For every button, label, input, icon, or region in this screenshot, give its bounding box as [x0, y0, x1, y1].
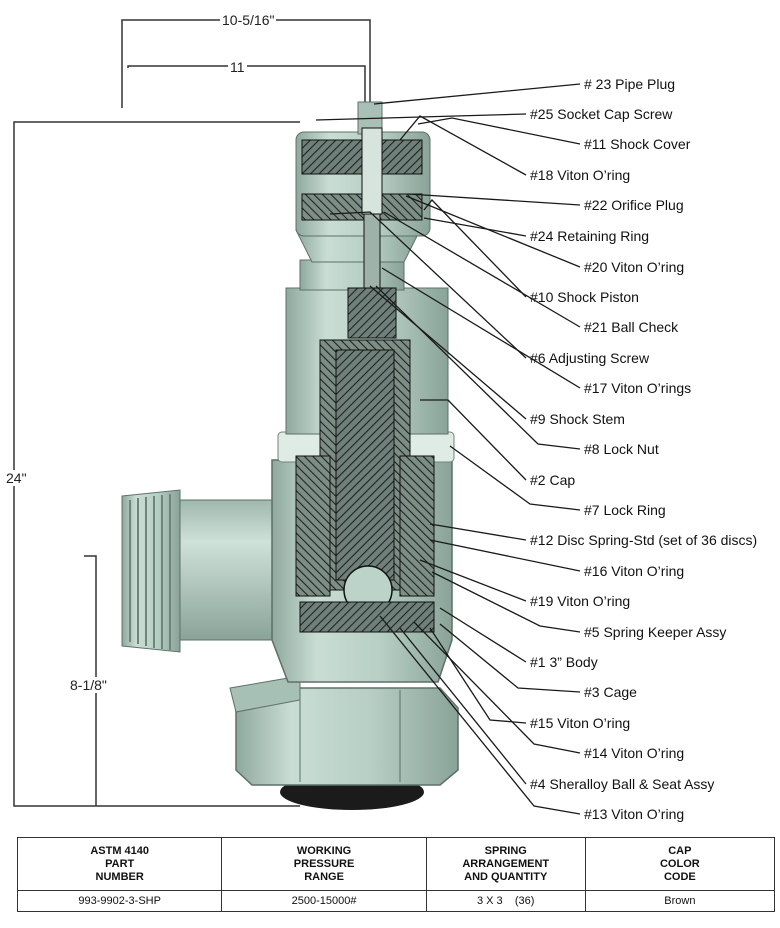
side-inlet [121, 489, 301, 653]
header-part-number: ASTM 4140 PART NUMBER [16, 837, 223, 891]
cutaway-section [295, 127, 435, 633]
callout-11-shock-cover: #11 Shock Cover [584, 136, 691, 152]
callout-15-viton-oring: #15 Viton O’ring [530, 715, 631, 731]
cell-part-number: 993-9902-3-SHP [16, 890, 223, 912]
dimension-height: 24" [4, 470, 29, 486]
callout-13-viton-oring: #13 Viton O’ring [584, 806, 685, 822]
cell-working-pressure: 2500-15000# [221, 890, 427, 912]
callout-4-sheralloy-ball-seat: #4 Sheralloy Ball & Seat Assy [530, 776, 715, 792]
dimension-lower: 8-1/8" [68, 677, 109, 693]
callout-6-adjusting-screw: #6 Adjusting Screw [530, 350, 650, 366]
callout-16-viton-oring: #16 Viton O’ring [584, 563, 685, 579]
cell-cap-color: Brown [584, 890, 776, 912]
callout-25-socket-cap-screw: #25 Socket Cap Screw [530, 106, 673, 122]
header-spring-arrangement: SPRING ARRANGEMENT AND QUANTITY [425, 837, 586, 891]
callout-8-lock-nut: #8 Lock Nut [584, 441, 659, 457]
callout-7-lock-ring: #7 Lock Ring [584, 502, 666, 518]
bottom-wing-nut [229, 675, 459, 810]
callout-20-viton-oring: #20 Viton O’ring [584, 259, 685, 275]
callout-21-ball-check: #21 Ball Check [584, 319, 679, 335]
callout-18-viton-oring: #18 Viton O’ring [530, 167, 631, 183]
cell-spring-arrangement: 3 X 3 (36) [425, 890, 586, 912]
header-cap-color: CAP COLOR CODE [584, 837, 776, 891]
callout-19-viton-oring: #19 Viton O’ring [530, 593, 631, 609]
callout-3-cage: #3 Cage [584, 684, 637, 700]
callout-2-cap: #2 Cap [530, 472, 576, 488]
callout-10-shock-piston: #10 Shock Piston [530, 289, 639, 305]
callout-22-orifice-plug: #22 Orifice Plug [584, 197, 684, 213]
callout-5-spring-keeper-assy: #5 Spring Keeper Assy [584, 624, 727, 640]
table-row: 993-9902-3-SHP 2500-15000# 3 X 3 (36) Br… [16, 890, 776, 912]
callout-23-pipe-plug: # 23 Pipe Plug [584, 76, 676, 92]
leader-lines [315, 83, 581, 815]
callout-24-retaining-ring: #24 Retaining Ring [530, 228, 650, 244]
spec-table: ASTM 4140 PART NUMBER WORKING PRESSURE R… [16, 837, 776, 912]
callout-17-viton-orings: #17 Viton O’rings [584, 380, 692, 396]
callout-12-disc-spring: #12 Disc Spring-Std (set of 36 discs) [530, 532, 758, 548]
dimension-top-outer: 10-5/16" [220, 12, 277, 28]
header-working-pressure: WORKING PRESSURE RANGE [221, 837, 427, 891]
dimension-top-inner: 11 [228, 59, 247, 75]
callout-1-body: #1 3” Body [530, 654, 598, 670]
callout-14-viton-oring: #14 Viton O’ring [584, 745, 685, 761]
spec-table-header-row: ASTM 4140 PART NUMBER WORKING PRESSURE R… [16, 837, 776, 891]
callout-9-shock-stem: #9 Shock Stem [530, 411, 625, 427]
